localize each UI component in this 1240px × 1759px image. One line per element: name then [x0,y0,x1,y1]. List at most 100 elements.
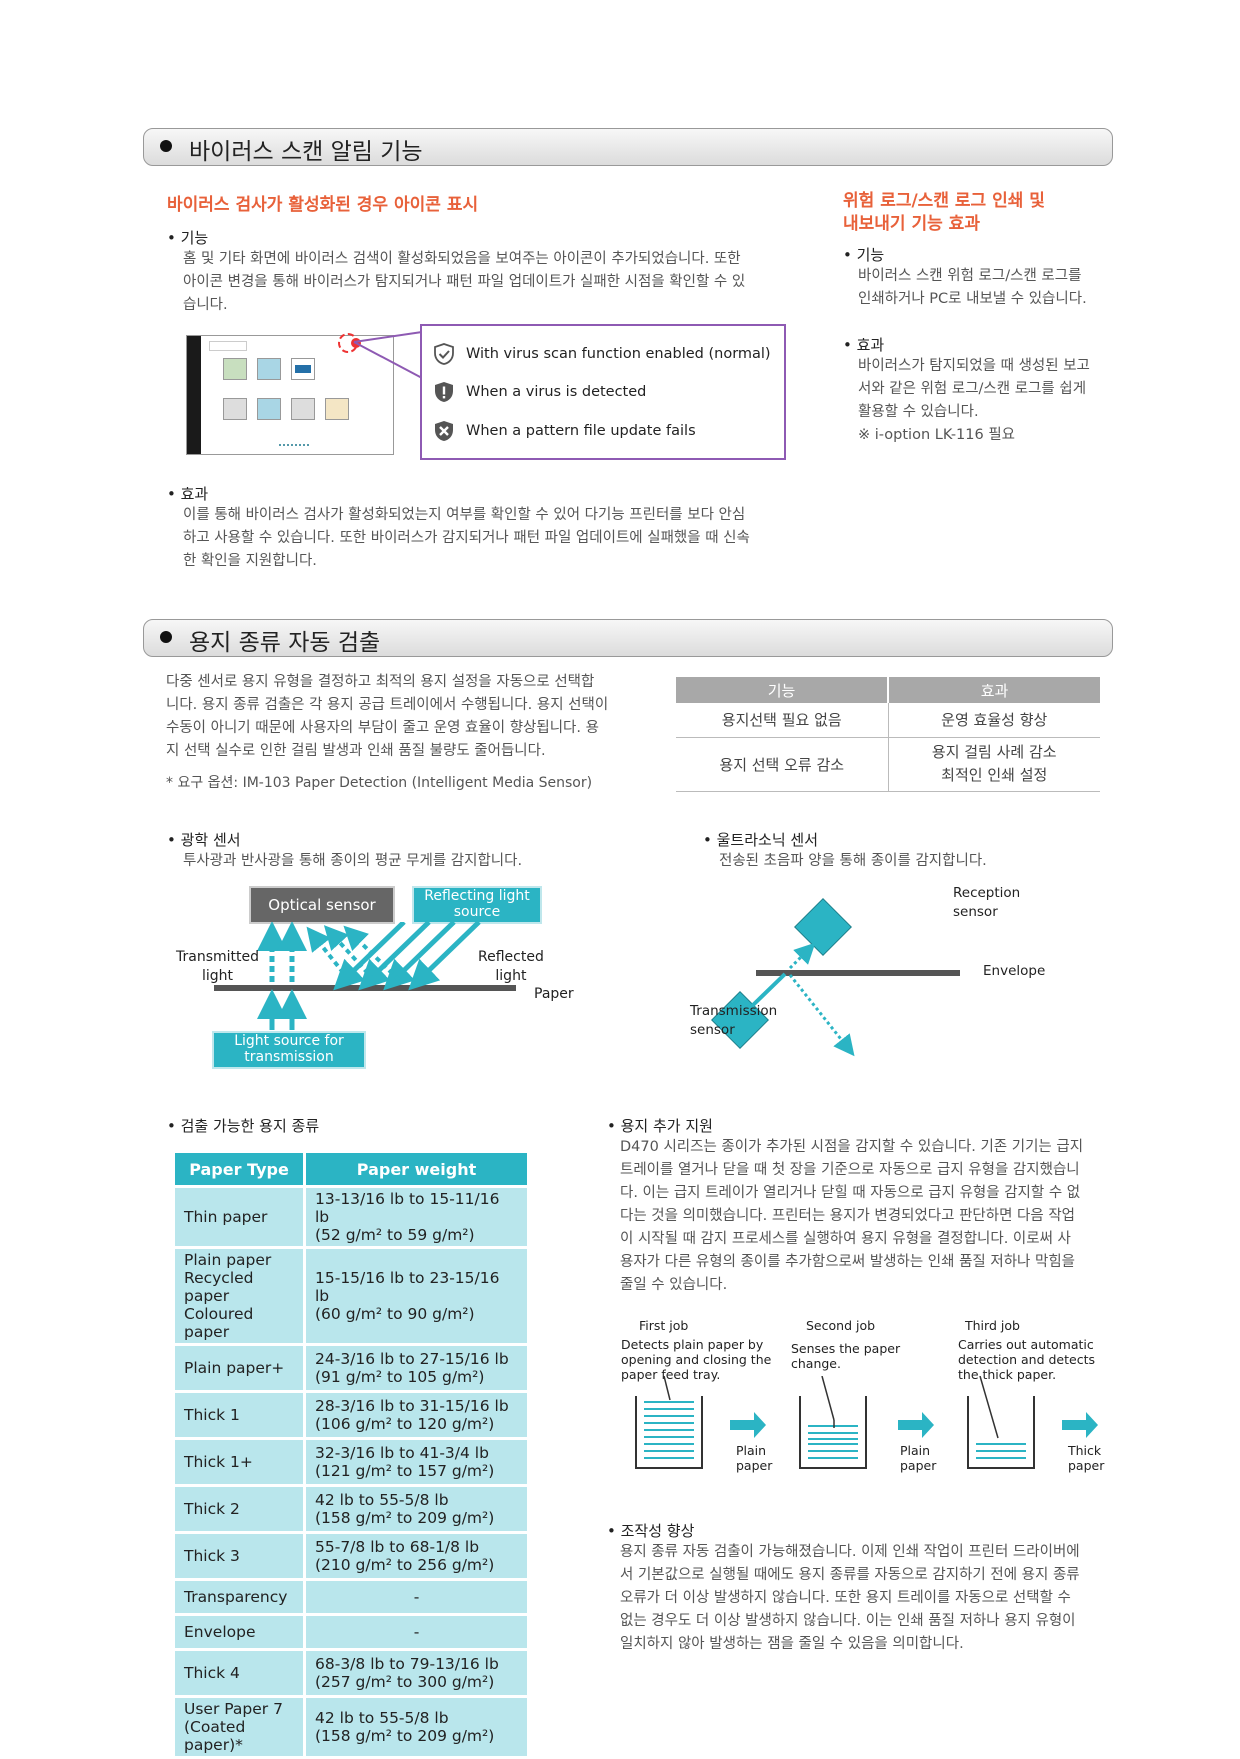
id-card-scan-icon [257,398,281,420]
paper-weight-cell: 15-15/16 lb to 23-15/16 lb(60 g/m² to 90… [306,1249,527,1343]
page-dots [279,444,309,449]
paper-type-cell: User Paper 7(Coated paper)* [175,1698,303,1756]
shield-check-icon [434,343,454,365]
arrow-right-icon [1062,1412,1098,1438]
paper-weight-cell: - [306,1581,527,1613]
operability-text: 용지 종류 자동 검출이 가능해졌습니다. 이제 인쇄 작업이 프린터 드라이버… [620,1544,1080,1652]
feature-header: 기능 [676,677,889,703]
paper-weight-cell: 42 lb to 55-5/8 lb(158 g/m² to 209 g/m²) [306,1698,527,1756]
optical-sensor-box: Optical sensor [249,886,395,924]
transmission-sensor-label: Transmission sensor [690,1003,778,1038]
paper-tray-diagram [635,1376,1098,1469]
shield-alert-icon [435,382,453,402]
paper-weight-header: Paper weight [306,1153,527,1185]
add-paper-text: D470 시리즈는 종이가 추가된 시점을 감지할 수 있습니다. 기존 기기는… [620,1139,1084,1293]
paper-weight-cell: 42 lb to 55-5/8 lb(158 g/m² to 209 g/m²) [306,1487,527,1531]
right-effect-label: 효과 [843,334,885,355]
section-bar-paper-detection: 용지 종류 자동 검출 [143,619,1113,657]
table-row: 용지 선택 오류 감소 용지 걸림 사례 감소 최적인 인쇄 설정 [676,737,1100,792]
scan-email-icon [257,358,281,380]
envelope-strip [756,970,960,976]
arrow-right-icon [730,1412,766,1438]
paper-strip [214,985,516,991]
callout-connector [353,331,423,379]
ultrasonic-text: 전송된 초음파 양을 통해 종이를 감지합니다. [719,853,987,869]
function-text: 홈 및 기타 화면에 바이러스 검색이 활성화되었음을 보여주는 아이콘이 추가… [183,251,746,313]
right-function-text: 바이러스 스캔 위험 로그/스캔 로그를 인쇄하거나 PC로 내보낼 수 있습니… [858,268,1087,307]
table-row: Transparency- [175,1581,527,1613]
left-heading: 바이러스 검사가 활성화된 경우 아이콘 표시 [167,195,479,215]
table-row: 용지선택 필요 없음 운영 효율성 향상 [676,703,1100,738]
table-row: User Paper 7(Coated paper)*42 lb to 55-5… [175,1698,527,1756]
third-job-label: Third job [965,1318,1020,1333]
section-bar-virus-scan: 바이러스 스캔 알림 기능 [143,128,1113,166]
paper-weight-cell: 55-7/8 lb to 68-1/8 lb(210 g/m² to 256 g… [306,1534,527,1578]
first-job-label: First job [639,1318,689,1333]
plain-paper-label-2: Plain paper [900,1443,937,1473]
right-function-label: 기능 [843,244,885,265]
address-book-icon [291,398,315,420]
paper-type-cell: Thick 4 [175,1651,303,1695]
tray-third [967,1376,1035,1469]
paper-weight-cell: - [306,1616,527,1648]
usb-print-icon [223,398,247,420]
paper-weight-cell: 13-13/16 lb to 15-11/16 lb(52 g/m² to 59… [306,1188,527,1246]
table-row: Envelope- [175,1616,527,1648]
tray-second [799,1376,867,1469]
second-job-desc: Senses the paper change. [791,1341,901,1371]
screen-search-box [209,341,247,351]
paper-type-cell: Thick 1 [175,1393,303,1437]
paper-type-cell: Transparency [175,1581,303,1613]
feature-table: 기능 효과 용지선택 필요 없음 운영 효율성 향상 용지 선택 오류 감소 용… [676,677,1100,792]
table-row: Thick 1+32-3/16 lb to 41-3/4 lb(121 g/m²… [175,1440,527,1484]
add-paper-label: 용지 추가 지원 [607,1115,713,1136]
shield-x-icon [435,421,453,441]
device-screen [186,335,394,455]
right-effect-text: 바이러스가 탐지되었을 때 생성된 보고 서와 같은 위험 로그/스캔 로그를 … [858,358,1090,443]
transmission-light-source-box: Light source for transmission [212,1031,366,1069]
quick-copy-icon [223,358,247,380]
ultrasonic-label: 울트라소닉 센서 [703,829,818,850]
thick-paper-label: Thick paper [1068,1443,1105,1473]
marketplace-icon [325,398,349,420]
section-title: 용지 종류 자동 검출 [189,630,381,656]
section-title: 바이러스 스캔 알림 기능 [189,139,423,165]
paper-weight-cell: 24-3/16 lb to 27-15/16 lb(91 g/m² to 105… [306,1346,527,1390]
paper-label: Paper [534,986,574,1002]
paper-weight-cell: 28-3/16 lb to 31-15/16 lb(106 g/m² to 12… [306,1393,527,1437]
effect-header: 효과 [888,677,1100,703]
tray-first [635,1376,703,1469]
optical-diagram [214,922,516,1030]
bullet-icon [160,631,172,643]
table-row: Plain paper+24-3/16 lb to 27-15/16 lb(91… [175,1346,527,1390]
ultrasonic-diagram [711,898,960,1057]
paper-weight-cell: 32-3/16 lb to 41-3/4 lb(121 g/m² to 157 … [306,1440,527,1484]
right-heading: 위험 로그/스캔 로그 인쇄 및 내보내기 기능 효과 [843,191,1045,234]
envelope-label: Envelope [983,963,1046,979]
transmitted-light-label: Transmitted light [176,949,260,984]
reflected-light-label: Reflected light [478,949,544,984]
arrow-right-icon [898,1412,934,1438]
effect-text: 이를 통해 바이러스 검사가 활성화되었는지 여부를 확인할 수 있어 다기능 … [183,507,750,569]
fax-icon [291,358,315,380]
reception-sensor [794,898,852,956]
paper-type-cell: Thick 1+ [175,1440,303,1484]
second-job-label: Second job [806,1318,876,1333]
paper-weight-cell: 68-3/8 lb to 79-13/16 lb(257 g/m² to 300… [306,1651,527,1695]
paper-type-cell: Envelope [175,1616,303,1648]
paper-type-cell: Thin paper [175,1188,303,1246]
intro-text: 다중 센서로 용지 유형을 결정하고 최적의 용지 설정을 자동으로 선택합 니… [166,674,609,759]
paper-type-cell: Plain paper+ [175,1346,303,1390]
option-note: * 요구 옵션: IM-103 Paper Detection (Intelli… [166,775,593,791]
operability-label: 조작성 향상 [607,1520,695,1541]
bullet-icon [160,140,172,152]
reception-sensor-label: Reception sensor [953,885,1021,920]
virus-icon-callout: With virus scan function enabled (normal… [420,324,786,460]
